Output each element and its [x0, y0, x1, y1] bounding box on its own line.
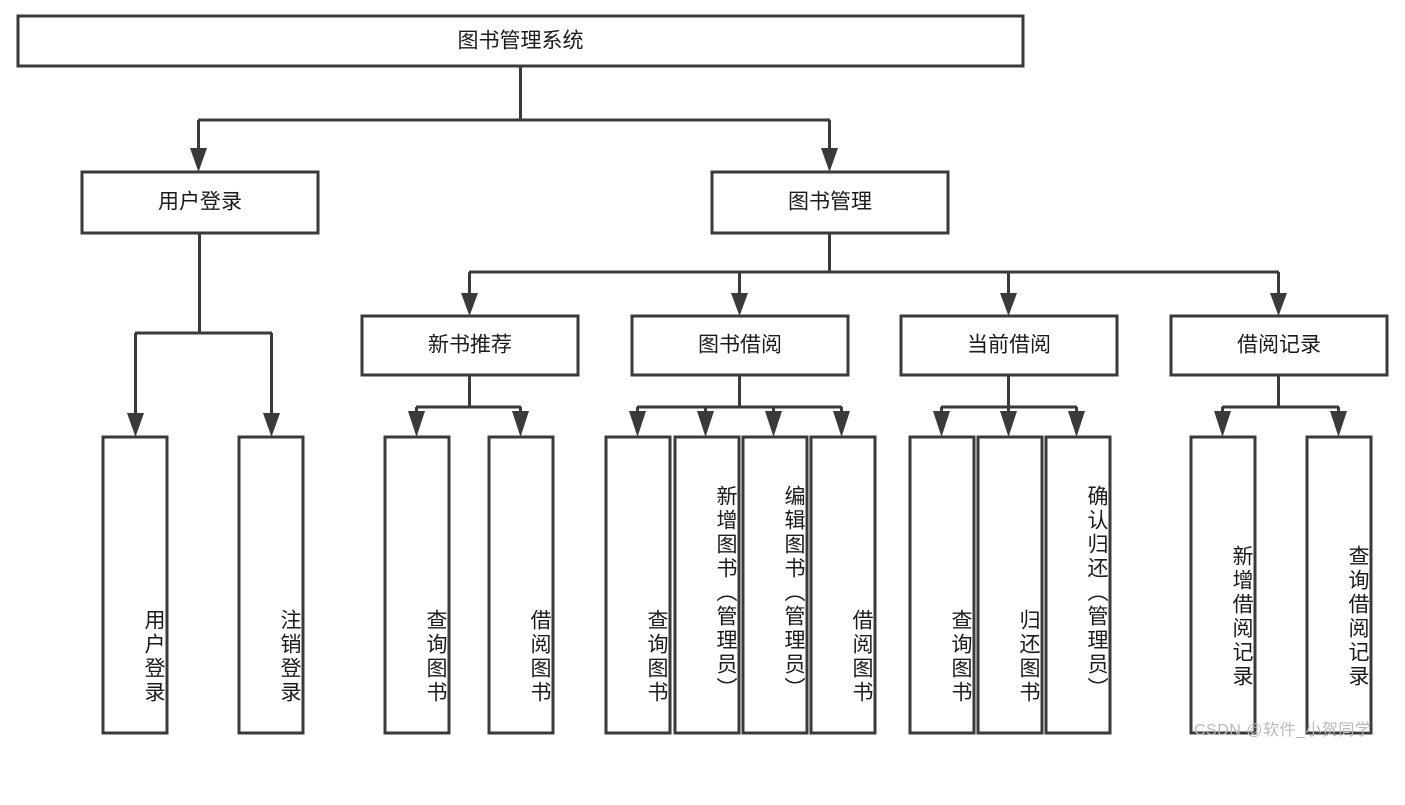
connector-group-new-book-children [408, 375, 529, 437]
node-borrow-record-label: 借阅记录 [1237, 334, 1321, 357]
connector-group-user-login-children [127, 233, 280, 437]
leaf-box-user-login[interactable] [101, 435, 169, 735]
leaf-boxes-current-borrow [908, 435, 1112, 735]
leaf-box-borrow-book-b[interactable] [809, 435, 877, 735]
node-borrow-record-box[interactable] [1169, 314, 1389, 377]
node-book-manage-label: 图书管理 [788, 191, 872, 214]
node-book-borrow-label: 图书借阅 [698, 334, 782, 357]
node-root-box[interactable] [16, 14, 1025, 68]
leaf-box-return-book[interactable] [976, 435, 1044, 735]
node-new-book-label: 新书推荐 [428, 334, 512, 357]
node-user-login-box[interactable] [80, 170, 320, 235]
arrow-head-leaf-query-book-b [629, 411, 646, 437]
node-book-borrow-box[interactable] [630, 314, 850, 377]
arrow-head-leaf-query-record [1330, 411, 1347, 437]
arrow-head-leaf-query-book-a [408, 411, 425, 437]
leaf-box-borrow-book-a[interactable] [487, 435, 555, 735]
leaf-box-query-book-b[interactable] [604, 435, 672, 735]
arrow-head-leaf-add-book [697, 411, 714, 437]
arrow-head-leaf-return-book [1000, 411, 1017, 437]
node-new-book-box[interactable] [360, 314, 580, 377]
arrow-head-leaf-borrow-book-a [512, 411, 529, 437]
arrow-head-leaf-confirm-return [1068, 411, 1085, 437]
arrow-head-leaf-query-book-c [933, 411, 950, 437]
arrow-head-leaf-edit-book [765, 411, 782, 437]
leaf-boxes-user-login [101, 435, 305, 735]
leaf-boxes-new-book [383, 435, 555, 735]
node-book-manage-box[interactable] [710, 170, 950, 235]
leaf-box-query-book-a[interactable] [383, 435, 451, 735]
arrow-head-leaf-borrow-book-b [833, 411, 850, 437]
diagram-canvas: 图书管理系统 用户登录 图书管理 新书推荐 图书借阅 当前借阅 借阅记录 [16, 14, 1389, 739]
leaf-box-add-book[interactable] [673, 435, 741, 735]
leaf-box-query-record[interactable] [1305, 435, 1373, 735]
leaf-box-query-book-c[interactable] [908, 435, 976, 735]
arrow-head-leaf-add-record [1214, 411, 1231, 437]
arrow-head-user-login [190, 148, 207, 172]
node-current-borrow-label: 当前借阅 [967, 334, 1051, 357]
leaf-box-confirm-return[interactable] [1044, 435, 1112, 735]
leaf-box-logout[interactable] [237, 435, 305, 735]
node-root-label: 图书管理系统 [458, 30, 584, 53]
csdn-watermark: CSDN @软件_小贺同学 [1194, 722, 1372, 739]
connector-group-root-to-level2 [190, 66, 838, 172]
leaf-boxes-borrow-record [1189, 435, 1373, 735]
arrow-head-borrow-record [1270, 293, 1287, 316]
arrow-head-leaf-user-login [127, 413, 144, 437]
hierarchy-diagram-svg: 图书管理系统 用户登录 图书管理 新书推荐 图书借阅 当前借阅 借阅记录 [16, 14, 1389, 735]
connector-group-book-borrow-children [629, 375, 850, 437]
connector-group-book-manage-to-level3 [461, 233, 1287, 316]
connector-group-current-borrow-children [933, 375, 1085, 437]
arrow-head-leaf-logout [263, 413, 280, 437]
node-user-login-label: 用户登录 [158, 191, 242, 214]
arrow-head-new-book [461, 293, 478, 316]
leaf-box-add-record[interactable] [1189, 435, 1257, 735]
leaf-boxes-book-borrow [604, 435, 877, 735]
node-current-borrow-box[interactable] [899, 314, 1119, 377]
arrow-head-book-borrow [731, 293, 748, 316]
arrow-head-book-manage [821, 148, 838, 172]
connector-group-borrow-record-children [1214, 375, 1347, 437]
leaf-box-edit-book[interactable] [741, 435, 809, 735]
arrow-head-current-borrow [1000, 293, 1017, 316]
